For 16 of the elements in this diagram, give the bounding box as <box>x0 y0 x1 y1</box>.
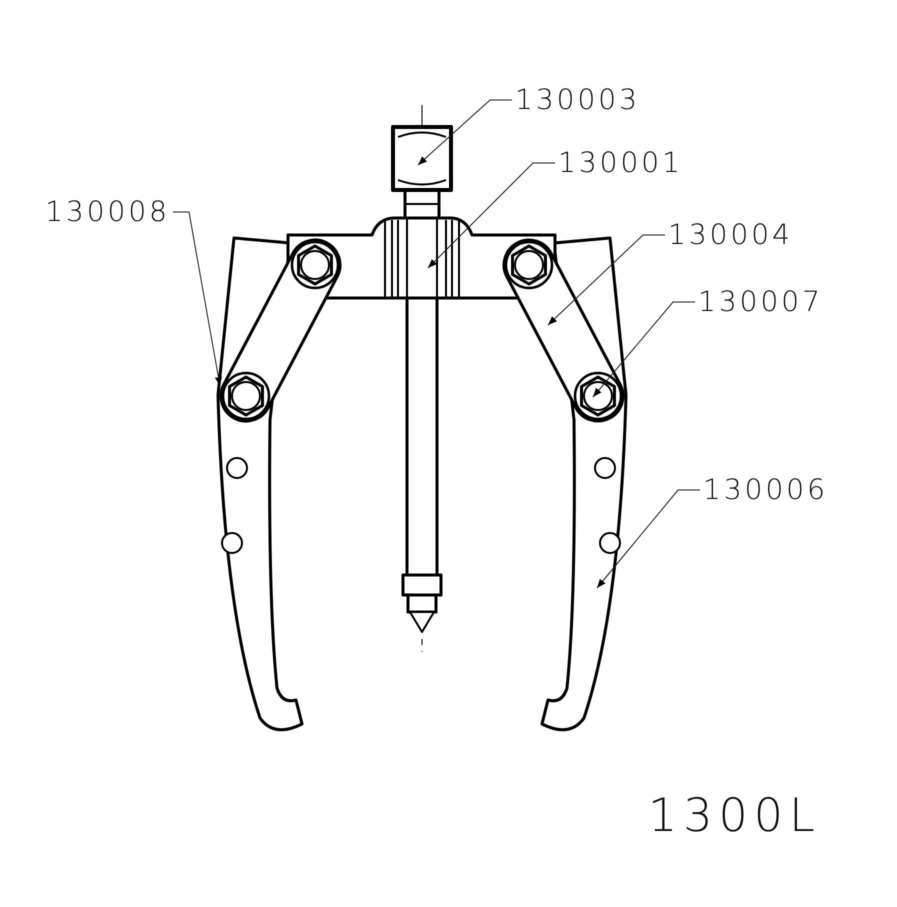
bolt-head <box>222 372 270 420</box>
leader-line <box>418 100 512 166</box>
leader-line <box>596 490 700 588</box>
leader-line <box>548 234 666 326</box>
bolt-head <box>574 372 622 420</box>
part-number: 130006 <box>703 473 835 507</box>
screw-head <box>391 125 453 220</box>
part-number: 130007 <box>698 285 830 319</box>
leader-line <box>172 212 222 386</box>
leader-line <box>428 162 556 268</box>
part-number: 130004 <box>668 218 800 252</box>
part-number: 130008 <box>38 195 170 229</box>
leader-line <box>592 302 696 398</box>
part-number: 130003 <box>515 83 647 117</box>
model-number: 1300L <box>648 788 821 842</box>
part-number: 130001 <box>558 146 690 180</box>
